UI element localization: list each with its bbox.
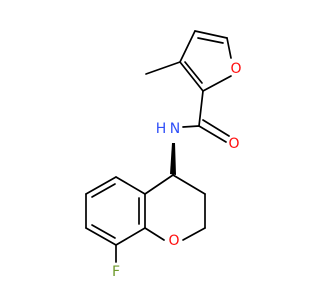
bond-furan-c4-c5 bbox=[194, 30, 228, 39]
amide-hydrogen-label: H bbox=[156, 121, 167, 137]
wedge-bond-c4-n bbox=[170, 143, 176, 175]
bond-c7-c8-inner bbox=[91, 224, 116, 239]
bond-c8-c8a bbox=[115, 227, 146, 246]
bond-methyl bbox=[145, 61, 181, 75]
bond-c2-o bbox=[182, 227, 206, 241]
bond-c5-c6 bbox=[85, 176, 117, 195]
bond-o-c8a bbox=[144, 227, 165, 241]
molecule-structure: O O H N O F bbox=[85, 30, 242, 280]
carbonyl-oxygen-label: O bbox=[228, 136, 239, 152]
bond-carbonyl-co-1 bbox=[198, 125, 227, 143]
bond-furan-c2-c3 bbox=[179, 61, 204, 92]
furan-oxygen-label: O bbox=[230, 61, 241, 77]
amide-nitrogen-label: N bbox=[170, 121, 180, 137]
bond-c2-carbonyl-carbon bbox=[198, 90, 204, 127]
bond-carbonyl-n bbox=[182, 125, 200, 128]
bond-c4-c3 bbox=[172, 174, 206, 195]
benzene-ring bbox=[85, 176, 146, 246]
bond-c4-c4a bbox=[144, 174, 174, 195]
bond-furan-c5-o bbox=[226, 37, 232, 59]
bond-c7-c8 bbox=[85, 227, 117, 246]
bond-c5-c6-inner bbox=[91, 183, 116, 198]
furan-ring bbox=[179, 30, 232, 92]
bond-carbonyl-co-2 bbox=[202, 119, 230, 137]
bond-furan-c2-c3-inner bbox=[184, 61, 203, 84]
bond-c4a-c5 bbox=[115, 176, 146, 195]
bond-furan-o-c2 bbox=[202, 75, 232, 92]
bond-furan-c4-c5-inner bbox=[197, 37, 224, 44]
ring-oxygen-label: O bbox=[168, 233, 179, 249]
structure-canvas: O O H N O F bbox=[85, 30, 242, 280]
bond-furan-c3-c4 bbox=[179, 30, 196, 63]
pyran-ring bbox=[144, 174, 206, 241]
fluorine-label: F bbox=[112, 264, 120, 280]
